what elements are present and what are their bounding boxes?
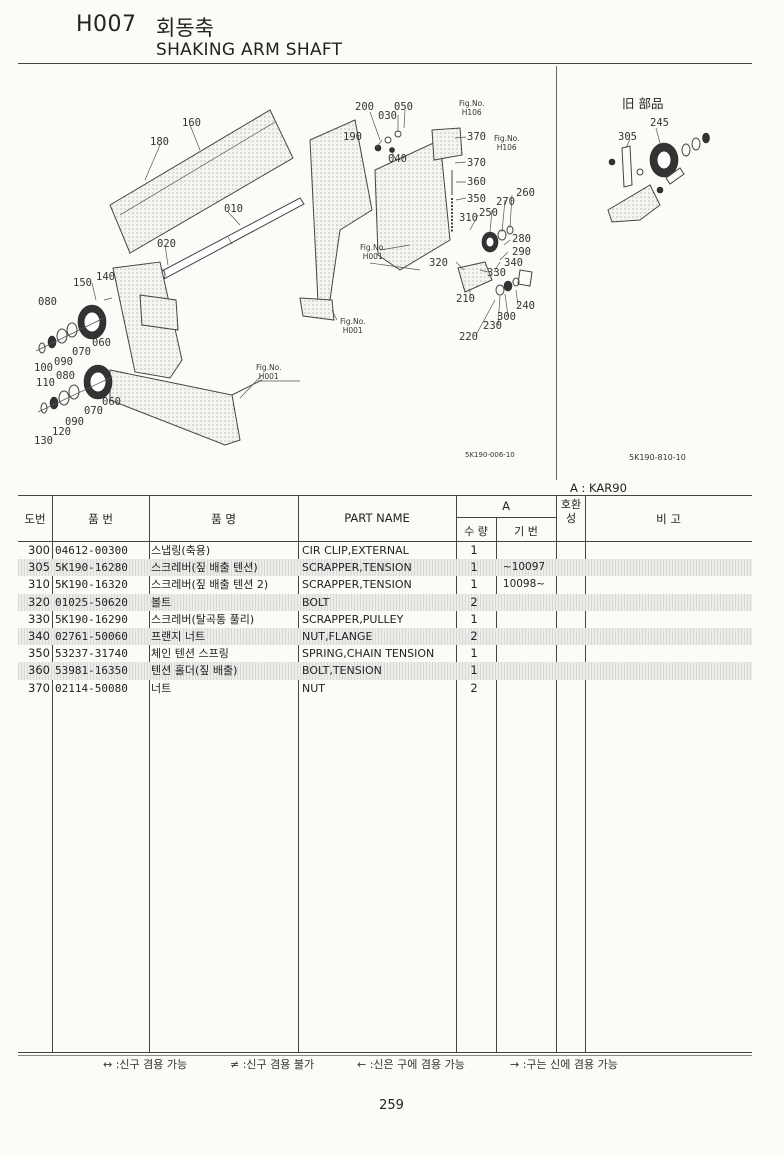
callout-label: 090: [65, 416, 84, 428]
callout-label: 350: [467, 193, 486, 205]
section-title-english: SHAKING ARM SHAFT: [156, 40, 343, 60]
legend-old-to-new: → :구는 신에 겸용 가능: [510, 1058, 618, 1071]
legend-new-to-old: ← :신은 구에 겸용 가능: [357, 1058, 465, 1071]
table-row: 330 5K190-16290 스크레버(탈곡통 풀리) SCRAPPER,PU…: [28, 611, 478, 626]
table-row: 360 53981-16350 텐션 홀더(짚 배출) BOLT,TENSION…: [18, 662, 752, 680]
header-qty: 수 량: [464, 525, 488, 538]
header-part-name: PART NAME: [344, 511, 410, 525]
diagram-drawing: [35, 109, 710, 446]
callout-label: 120: [52, 426, 71, 438]
old-parts-title: 旧 部品: [622, 96, 664, 111]
callout-label: 290: [512, 246, 531, 258]
callout-label: 280: [512, 233, 531, 245]
callout-label: 080: [38, 296, 57, 308]
callout-label: 340: [504, 257, 523, 269]
callout-label: 130: [34, 435, 53, 447]
callout-label: 320: [429, 257, 448, 269]
table-row: 310 5K190-16320 스크레버(짚 배출 텐션 2) SCRAPPER…: [28, 577, 546, 592]
callout-label: 090: [54, 356, 73, 368]
section-title-korean: 회동축: [156, 16, 214, 40]
callout-label: 140: [96, 271, 115, 283]
figure-reference: Fig.No.H106: [459, 99, 485, 117]
table-row: 305 5K190-16280 스크레버(짚 배출 텐션) SCRAPPER,T…: [18, 559, 752, 577]
header-part-no: 품 번: [88, 512, 113, 526]
callout-label: 360: [467, 176, 486, 188]
table-row: 300 04612-00300 스냅링(축용) CIR CLIP,EXTERNA…: [28, 543, 478, 557]
legend-not-compatible: ≠ :신구 겸용 불가: [230, 1058, 315, 1071]
callout-label: 305: [618, 131, 637, 143]
header-remarks: 비 고: [656, 512, 681, 526]
callout-label: 330: [487, 267, 506, 279]
callout-label: 310: [459, 212, 478, 224]
callout-label: 070: [72, 346, 91, 358]
callout-label: 160: [182, 117, 201, 129]
header-name-ko: 품 명: [211, 512, 236, 526]
callout-label: 070: [84, 405, 103, 417]
callout-label: 260: [516, 187, 535, 199]
callout-label: 020: [157, 238, 176, 250]
table-row: 370 02114-50080 너트 NUT 2: [28, 680, 478, 695]
callout-label: 060: [102, 396, 121, 408]
callout-label: 370: [467, 131, 486, 143]
diagram-divider: [556, 66, 557, 480]
page-number: 259: [379, 1098, 404, 1113]
callout-label: 250: [479, 207, 498, 219]
figure-reference: Fig.No.H001: [360, 243, 386, 261]
callout-label: 100: [34, 362, 53, 374]
callout-label: 080: [56, 370, 75, 382]
old-drawing-code: 5K190-810-10: [629, 453, 686, 462]
callout-label: 245: [650, 117, 669, 129]
callout-label: 300: [497, 311, 516, 323]
header-serial: 기 번: [514, 525, 538, 538]
callout-label: 230: [483, 320, 502, 332]
section-code: H007: [76, 12, 137, 37]
table-row: 320 01025-50620 볼트 BOLT 2: [18, 593, 752, 611]
callout-label: 270: [496, 196, 515, 208]
callout-label: 190: [343, 131, 362, 143]
figure-reference: Fig.No.H001: [256, 363, 282, 381]
figure-reference: Fig.No.H001: [340, 317, 366, 335]
header-no: 도번: [24, 512, 46, 526]
model-note: A : KAR90: [570, 481, 627, 495]
callout-label: 040: [388, 153, 407, 165]
legend-compatible: ↔ :신구 겸용 가능: [103, 1058, 188, 1071]
header-group-a: A: [502, 499, 510, 513]
callout-label: 200: [355, 101, 374, 113]
drawing-code: 5K190-006-10: [465, 451, 515, 459]
callout-label: 240: [516, 300, 535, 312]
callout-label: 030: [378, 110, 397, 122]
callout-label: 180: [150, 136, 169, 148]
table-row: 340 02761-50060 프랜지 너트 NUT,FLANGE 2: [18, 628, 752, 646]
callout-label: 370: [467, 157, 486, 169]
callout-label: 210: [456, 293, 475, 305]
callout-label: 220: [459, 331, 478, 343]
callout-label: 110: [36, 377, 55, 389]
callout-label: 060: [92, 337, 111, 349]
callout-label: 050: [394, 101, 413, 113]
table-row: 350 53237-31740 체인 텐션 스프링 SPRING,CHAIN T…: [28, 646, 478, 661]
figure-reference: Fig.No.H106: [494, 134, 520, 152]
header-rule: [18, 63, 752, 64]
callout-label: 010: [224, 203, 243, 215]
header-compat: 호환성: [560, 498, 582, 525]
callout-label: 150: [73, 277, 92, 289]
